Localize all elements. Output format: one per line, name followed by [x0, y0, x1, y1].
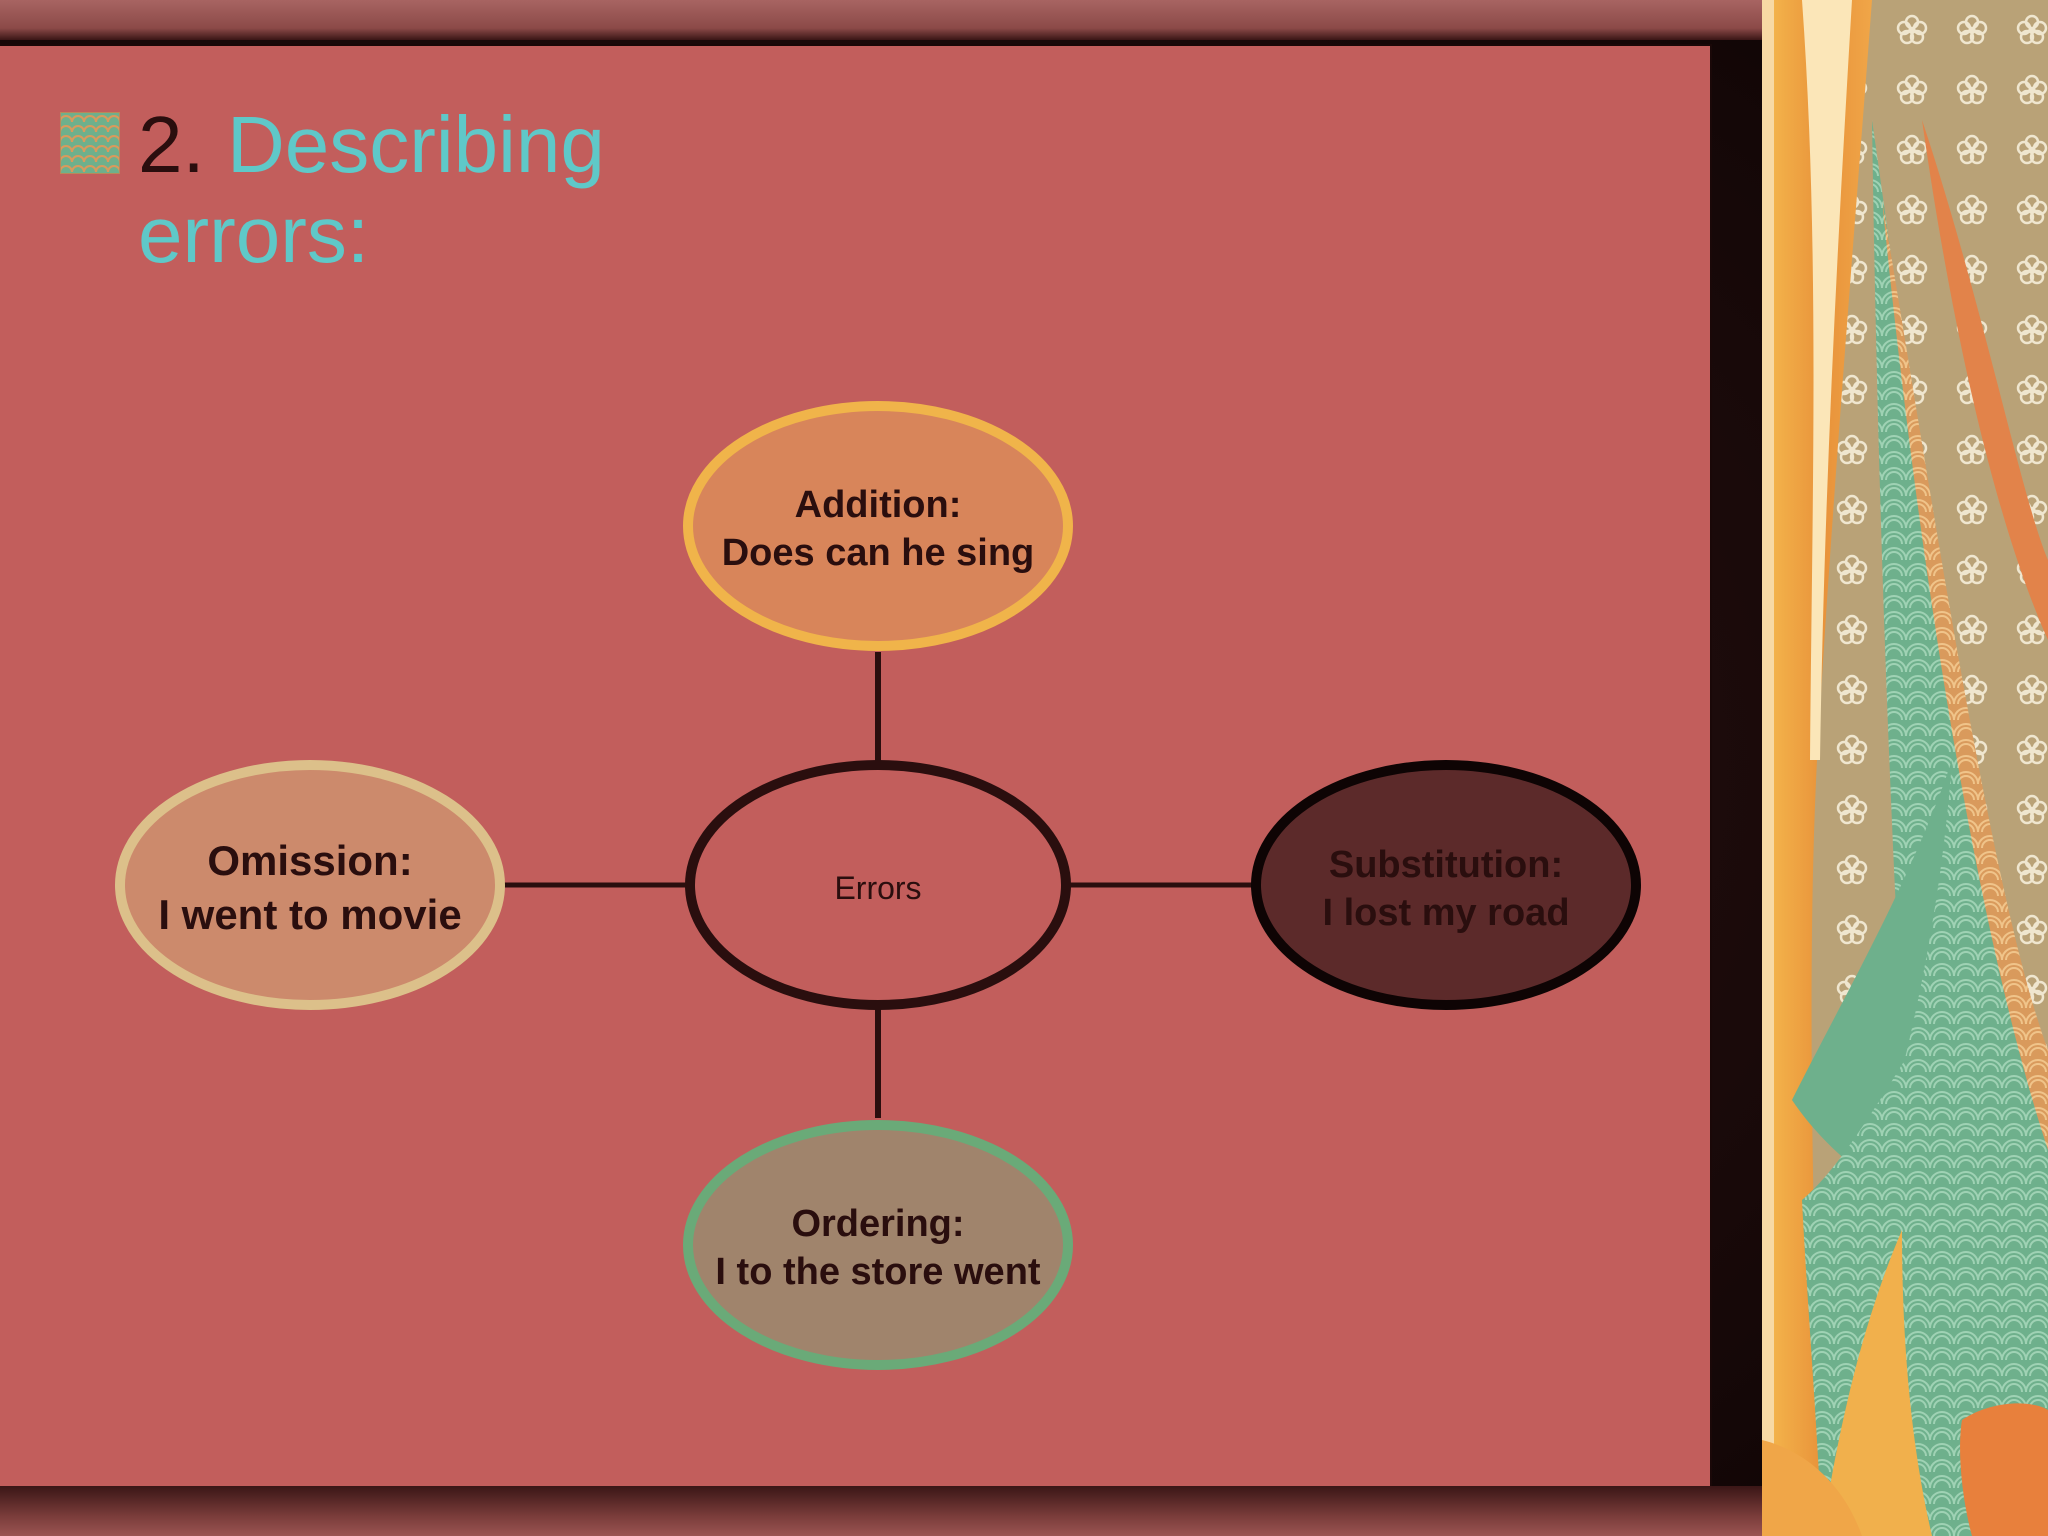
ordering-heading: Ordering: [791, 1203, 964, 1245]
center-node-label: Errors [834, 870, 921, 906]
slide-title: 2. Describing errors: [138, 100, 758, 280]
errors-diagram: Errors Addition: Does can he sing Omissi… [115, 401, 1641, 1370]
addition-example: Does can he sing [722, 532, 1035, 574]
omission-heading: Omission: [207, 837, 412, 884]
substitution-heading: Substitution: [1329, 844, 1563, 886]
center-node-shape [685, 760, 1071, 1010]
substitution-example: I lost my road [1322, 892, 1569, 934]
title-number: 2. [138, 100, 205, 189]
ordering-node: Ordering: I to the store went [683, 1120, 1073, 1370]
substitution-node: Substitution: I lost my road [1251, 760, 1641, 1010]
title-bullet-icon [60, 112, 120, 174]
addition-node-shape [683, 401, 1073, 651]
addition-node: Addition: Does can he sing [683, 401, 1073, 651]
ordering-node-shape [683, 1120, 1073, 1370]
addition-heading: Addition: [795, 484, 962, 526]
omission-example: I went to movie [158, 891, 461, 938]
omission-node-shape [115, 760, 505, 1010]
substitution-node-shape [1251, 760, 1641, 1010]
top-border [0, 0, 1762, 40]
center-node: Errors [685, 760, 1071, 1010]
ordering-example: I to the store went [715, 1251, 1040, 1293]
omission-node: Omission: I went to movie [115, 760, 505, 1010]
bottom-border [0, 1486, 1762, 1536]
decorative-side-art [1762, 0, 2048, 1536]
title-text: Describing errors: [138, 100, 605, 279]
